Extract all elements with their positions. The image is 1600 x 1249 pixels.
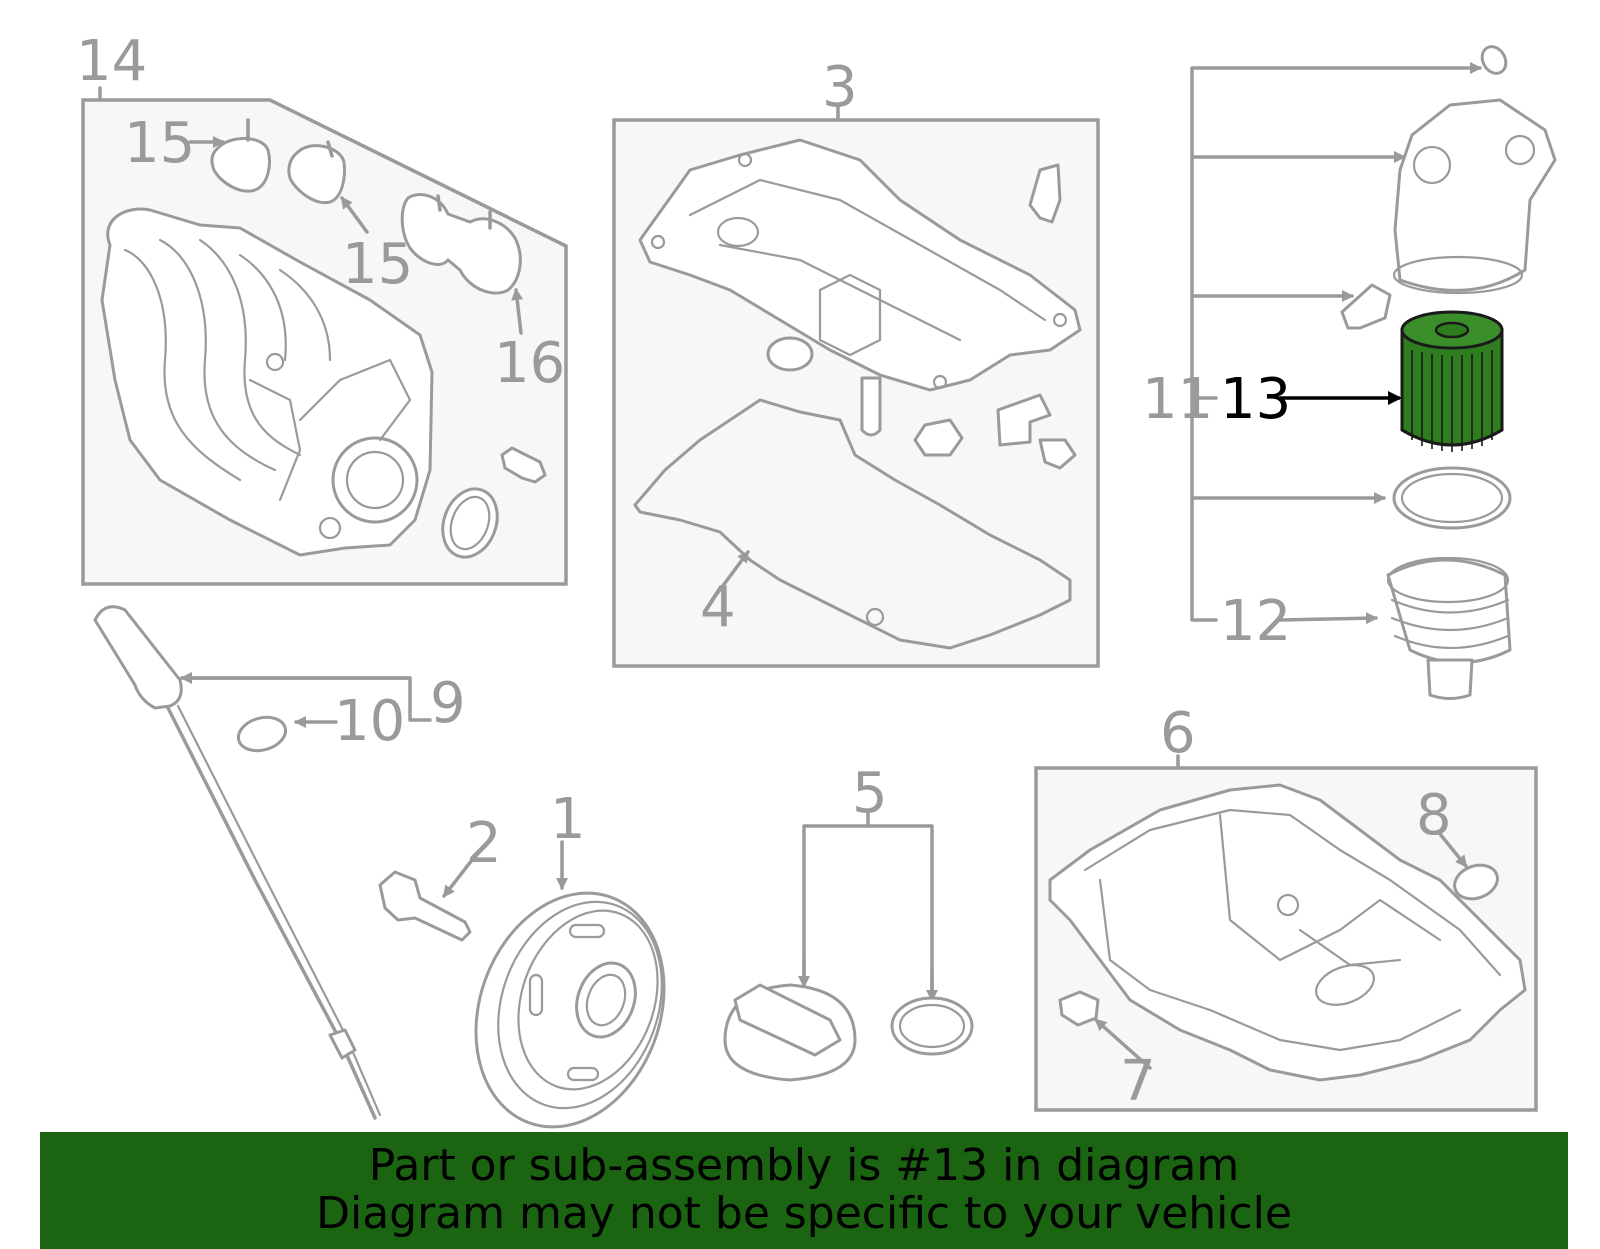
sensor-part	[1028, 163, 1062, 224]
crankshaft-pulley	[474, 891, 666, 1129]
bolt-part	[500, 446, 547, 484]
callout-3: 3	[822, 55, 858, 120]
filler-cap-seal	[890, 996, 974, 1056]
oil-filter-group: 11 13 12	[1142, 45, 1557, 700]
oil-pan-group: 6 7 8	[1034, 701, 1538, 1114]
callout-6: 6	[1160, 701, 1196, 766]
banner-line-2: Diagram may not be specific to your vehi…	[316, 1188, 1292, 1239]
oil-filter-element-13	[1400, 310, 1504, 452]
o-ring-part	[441, 487, 499, 559]
callout-14: 14	[76, 29, 147, 94]
oil-filler-cap-group: 5	[723, 761, 974, 1082]
gasket-15a	[210, 137, 271, 193]
callout-13: 13	[1220, 367, 1291, 432]
callout-12: 12	[1220, 589, 1291, 654]
bolt-2-part	[1038, 438, 1077, 470]
gasket-15b	[287, 144, 346, 205]
valve-cover-group: 3 4	[612, 55, 1100, 668]
callout-8: 8	[1416, 783, 1452, 848]
dipstick-handle	[93, 605, 183, 710]
intake-manifold-group: 14 15 15 16	[76, 29, 568, 586]
bracket-part	[996, 393, 1052, 447]
info-banner: Part or sub-assembly is #13 in diagram D…	[40, 1132, 1568, 1249]
valve-cover-gasket	[633, 398, 1072, 650]
gasket-16	[400, 193, 522, 295]
drain-plug	[1058, 990, 1100, 1027]
spark-plug-tube	[860, 376, 882, 437]
nut-part	[913, 418, 964, 457]
callout-1: 1	[550, 787, 586, 852]
dipstick-group: 9 10	[93, 605, 466, 1120]
seal-ring	[766, 336, 814, 372]
callout-15a: 15	[124, 111, 195, 176]
callout-15b: 15	[342, 232, 413, 297]
banner-line-1: Part or sub-assembly is #13 in diagram	[368, 1140, 1240, 1191]
callout-7: 7	[1120, 1049, 1156, 1114]
oil-pan-part	[1048, 783, 1527, 1082]
callout-2: 2	[466, 811, 502, 876]
pulley-bolt	[378, 870, 472, 942]
dipstick-rod	[166, 706, 377, 1120]
valve-cover-part	[638, 138, 1082, 392]
filter-o-ring	[1392, 466, 1512, 530]
callout-16: 16	[494, 331, 565, 396]
oil-pressure-sensor	[1340, 283, 1392, 330]
dipstick-o-ring	[236, 715, 288, 753]
oil-filter-housing	[1393, 98, 1557, 292]
callout-4: 4	[700, 575, 736, 640]
small-o-ring	[1480, 45, 1508, 75]
drain-plug-gasket	[1453, 863, 1499, 901]
crankshaft-pulley-group: 1 2	[378, 787, 666, 1129]
callout-10: 10	[334, 689, 405, 754]
callout-11: 11	[1142, 367, 1213, 432]
callout-9: 9	[430, 671, 466, 736]
callout-5: 5	[852, 761, 888, 826]
